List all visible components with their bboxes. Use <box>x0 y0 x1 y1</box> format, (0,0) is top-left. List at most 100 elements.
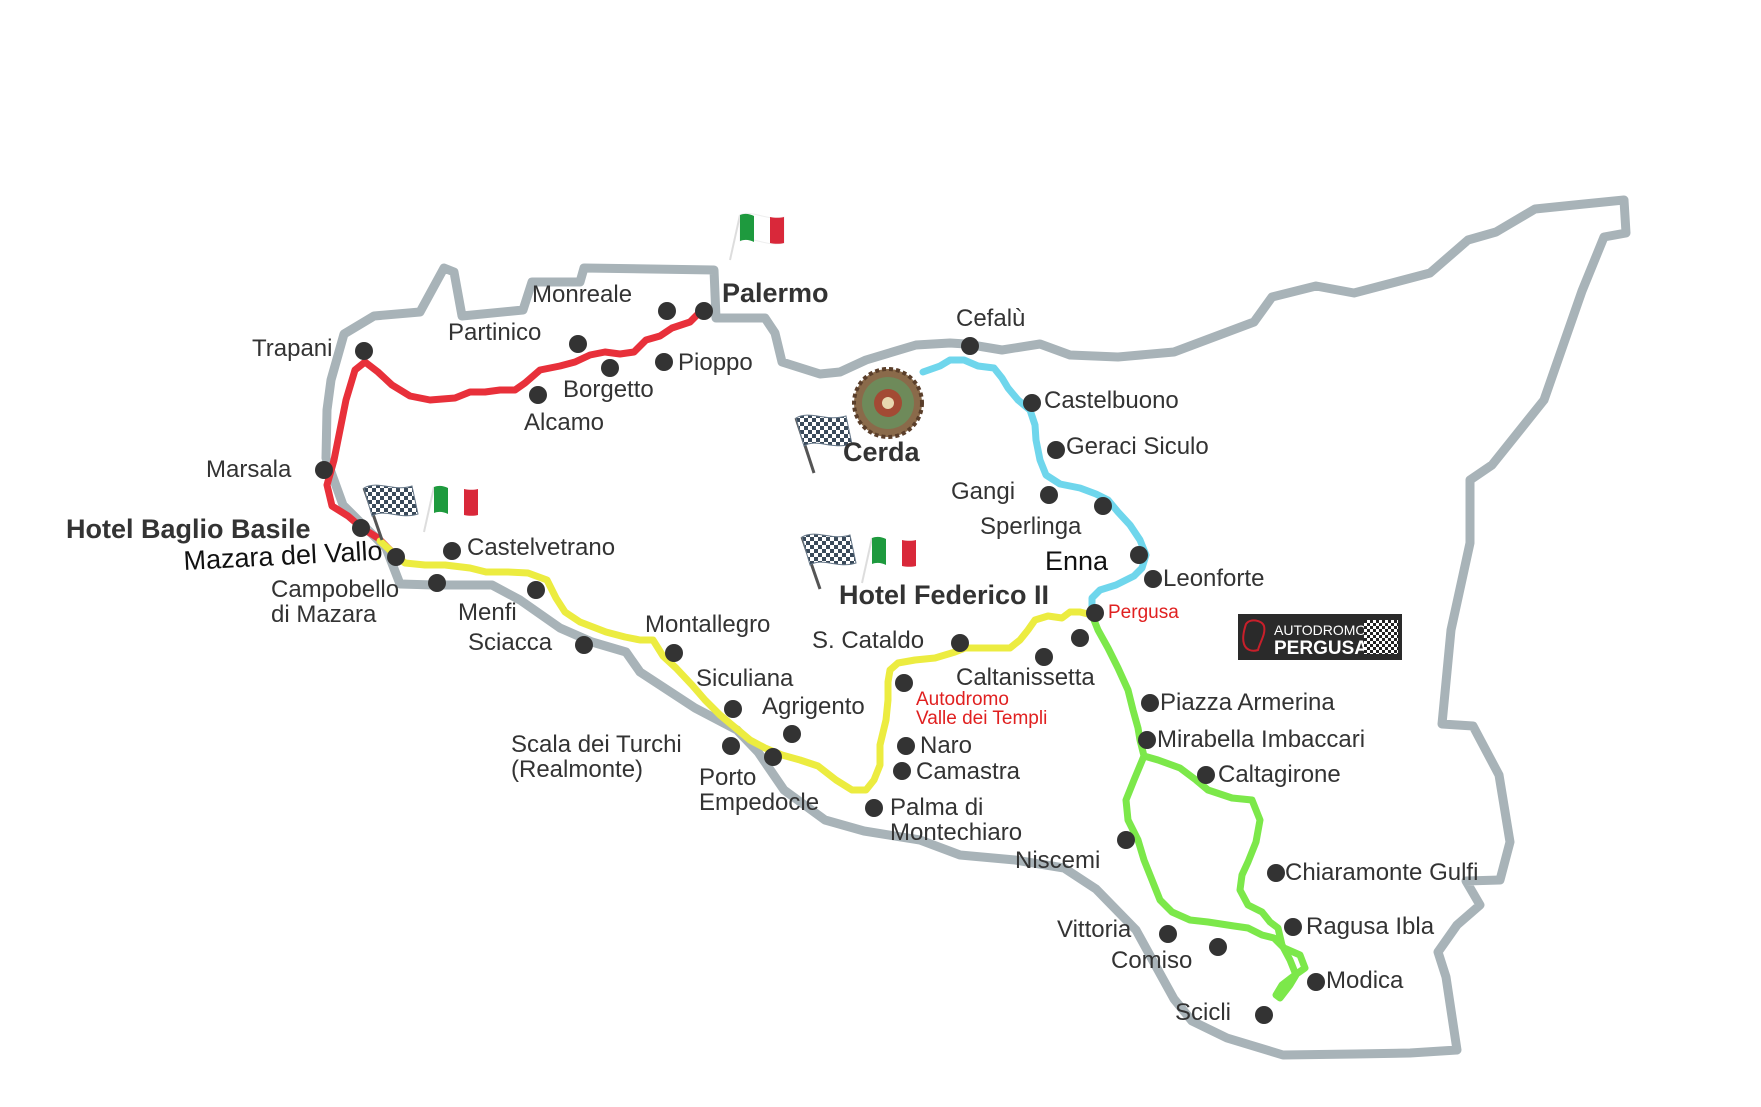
marker-mirabella[interactable] <box>1138 731 1156 749</box>
label-naro: Naro <box>920 732 972 759</box>
italian-flag-icon-center <box>861 536 916 584</box>
label-chiaramonte: Chiaramonte Gulfi <box>1285 859 1478 886</box>
label-sperlinga: Sperlinga <box>980 513 1082 540</box>
marker-comiso[interactable] <box>1209 938 1227 956</box>
marker-piazza[interactable] <box>1141 694 1159 712</box>
marker-hotel-federico[interactable] <box>1086 604 1104 622</box>
label-hotel-baglio: Hotel Baglio Basile <box>66 514 311 544</box>
autodromo-pergusa-logo: AUTODROMO PERGUSA <box>1238 614 1402 660</box>
marker-menfi[interactable] <box>527 581 545 599</box>
label-niscemi: Niscemi <box>1015 847 1100 874</box>
marker-scicli[interactable] <box>1255 1006 1273 1024</box>
label-pergusa: Pergusa <box>1108 602 1179 623</box>
route-cyan <box>919 356 1150 619</box>
rally-badge-icon <box>852 367 924 439</box>
label-agrigento: Agrigento <box>762 693 865 720</box>
label-comiso: Comiso <box>1111 947 1192 974</box>
logo-line2: PERGUSA <box>1274 638 1368 659</box>
label-enna: Enna <box>1045 546 1109 576</box>
label-partinico: Partinico <box>448 319 541 346</box>
marker-geraci[interactable] <box>1047 441 1065 459</box>
label-valle-1: Autodromo <box>916 689 1009 710</box>
marker-hotel-baglio[interactable] <box>352 519 370 537</box>
label-menfi: Menfi <box>458 599 517 626</box>
label-scicli: Scicli <box>1175 999 1231 1026</box>
marker-porto[interactable] <box>764 748 782 766</box>
label-cataldo: S. Cataldo <box>812 627 924 654</box>
label-caltagirone: Caltagirone <box>1218 761 1341 788</box>
marker-niscemi[interactable] <box>1117 831 1135 849</box>
marker-siculiana[interactable] <box>724 700 742 718</box>
label-castelvetrano: Castelvetrano <box>467 534 615 561</box>
marker-agrigento[interactable] <box>783 725 801 743</box>
route-red <box>323 308 704 557</box>
marker-palma[interactable] <box>865 799 883 817</box>
label-borgetto: Borgetto <box>563 376 654 403</box>
marker-pioppo[interactable] <box>655 353 673 371</box>
label-cerda: Cerda <box>843 437 921 467</box>
marker-sperlinga[interactable] <box>1094 497 1112 515</box>
label-campobello-2: di Mazara <box>271 601 377 628</box>
marker-trapani[interactable] <box>355 342 373 360</box>
marker-marsala[interactable] <box>315 461 333 479</box>
marker-palermo[interactable] <box>695 302 713 320</box>
checkered-flag-icon-west <box>362 484 419 541</box>
checkered-flag-icon <box>794 414 853 474</box>
italian-flag-icon-west <box>423 485 478 533</box>
marker-enna[interactable] <box>1130 546 1148 564</box>
label-monreale: Monreale <box>532 281 632 308</box>
label-hotel-federico: Hotel Federico II <box>839 580 1049 610</box>
label-porto-2: Empedocle <box>699 789 819 816</box>
label-marsala: Marsala <box>206 456 292 483</box>
marker-cefalu[interactable] <box>961 337 979 355</box>
label-gangi: Gangi <box>951 478 1015 505</box>
marker-alcamo[interactable] <box>529 386 547 404</box>
marker-caltanissetta[interactable] <box>1035 648 1053 666</box>
label-valle-2: Valle dei Templi <box>916 708 1047 729</box>
label-camastra: Camastra <box>916 758 1021 785</box>
label-vittoria: Vittoria <box>1057 916 1132 943</box>
route-green <box>1088 611 1309 1002</box>
marker-modica[interactable] <box>1307 973 1325 991</box>
city-markers <box>315 302 1325 1024</box>
label-castelbuono: Castelbuono <box>1044 387 1179 414</box>
marker-ragusa[interactable] <box>1284 918 1302 936</box>
marker-valle-templi[interactable] <box>895 674 913 692</box>
marker-chiaramonte[interactable] <box>1267 864 1285 882</box>
marker-partinico[interactable] <box>569 335 587 353</box>
marker-borgetto[interactable] <box>601 359 619 377</box>
marker-pergusa-a[interactable] <box>1071 629 1089 647</box>
italian-flag-icon <box>729 212 785 261</box>
label-geraci: Geraci Siculo <box>1066 433 1209 460</box>
marker-mazara[interactable] <box>387 548 405 566</box>
logo-line1: AUTODROMO <box>1274 622 1366 638</box>
label-siculiana: Siculiana <box>696 665 794 692</box>
city-labels: Palermo Monreale Partinico Pioppo Borget… <box>66 278 1478 1026</box>
marker-caltagirone[interactable] <box>1197 766 1215 784</box>
label-leonforte: Leonforte <box>1163 565 1264 592</box>
marker-castelvetrano[interactable] <box>443 542 461 560</box>
marker-monreale[interactable] <box>658 302 676 320</box>
marker-leonforte[interactable] <box>1144 570 1162 588</box>
label-palermo: Palermo <box>722 278 829 308</box>
marker-scala[interactable] <box>722 737 740 755</box>
marker-camastra[interactable] <box>893 762 911 780</box>
marker-campobello[interactable] <box>428 574 446 592</box>
marker-vittoria[interactable] <box>1159 925 1177 943</box>
marker-montallegro[interactable] <box>665 644 683 662</box>
marker-sciacca[interactable] <box>575 636 593 654</box>
label-mirabella: Mirabella Imbaccari <box>1157 726 1365 753</box>
label-sciacca: Sciacca <box>468 629 553 656</box>
label-palma-2: Montechiaro <box>890 819 1022 846</box>
label-scala-1: Scala dei Turchi <box>511 731 682 758</box>
marker-gangi[interactable] <box>1040 486 1058 504</box>
marker-cataldo[interactable] <box>951 634 969 652</box>
label-campobello-1: Campobello <box>271 576 399 603</box>
label-ragusa: Ragusa Ibla <box>1306 913 1435 940</box>
marker-castelbuono[interactable] <box>1023 394 1041 412</box>
marker-naro[interactable] <box>897 737 915 755</box>
label-piazza: Piazza Armerina <box>1160 689 1335 716</box>
label-modica: Modica <box>1326 967 1404 994</box>
label-cefalu: Cefalù <box>956 305 1025 332</box>
